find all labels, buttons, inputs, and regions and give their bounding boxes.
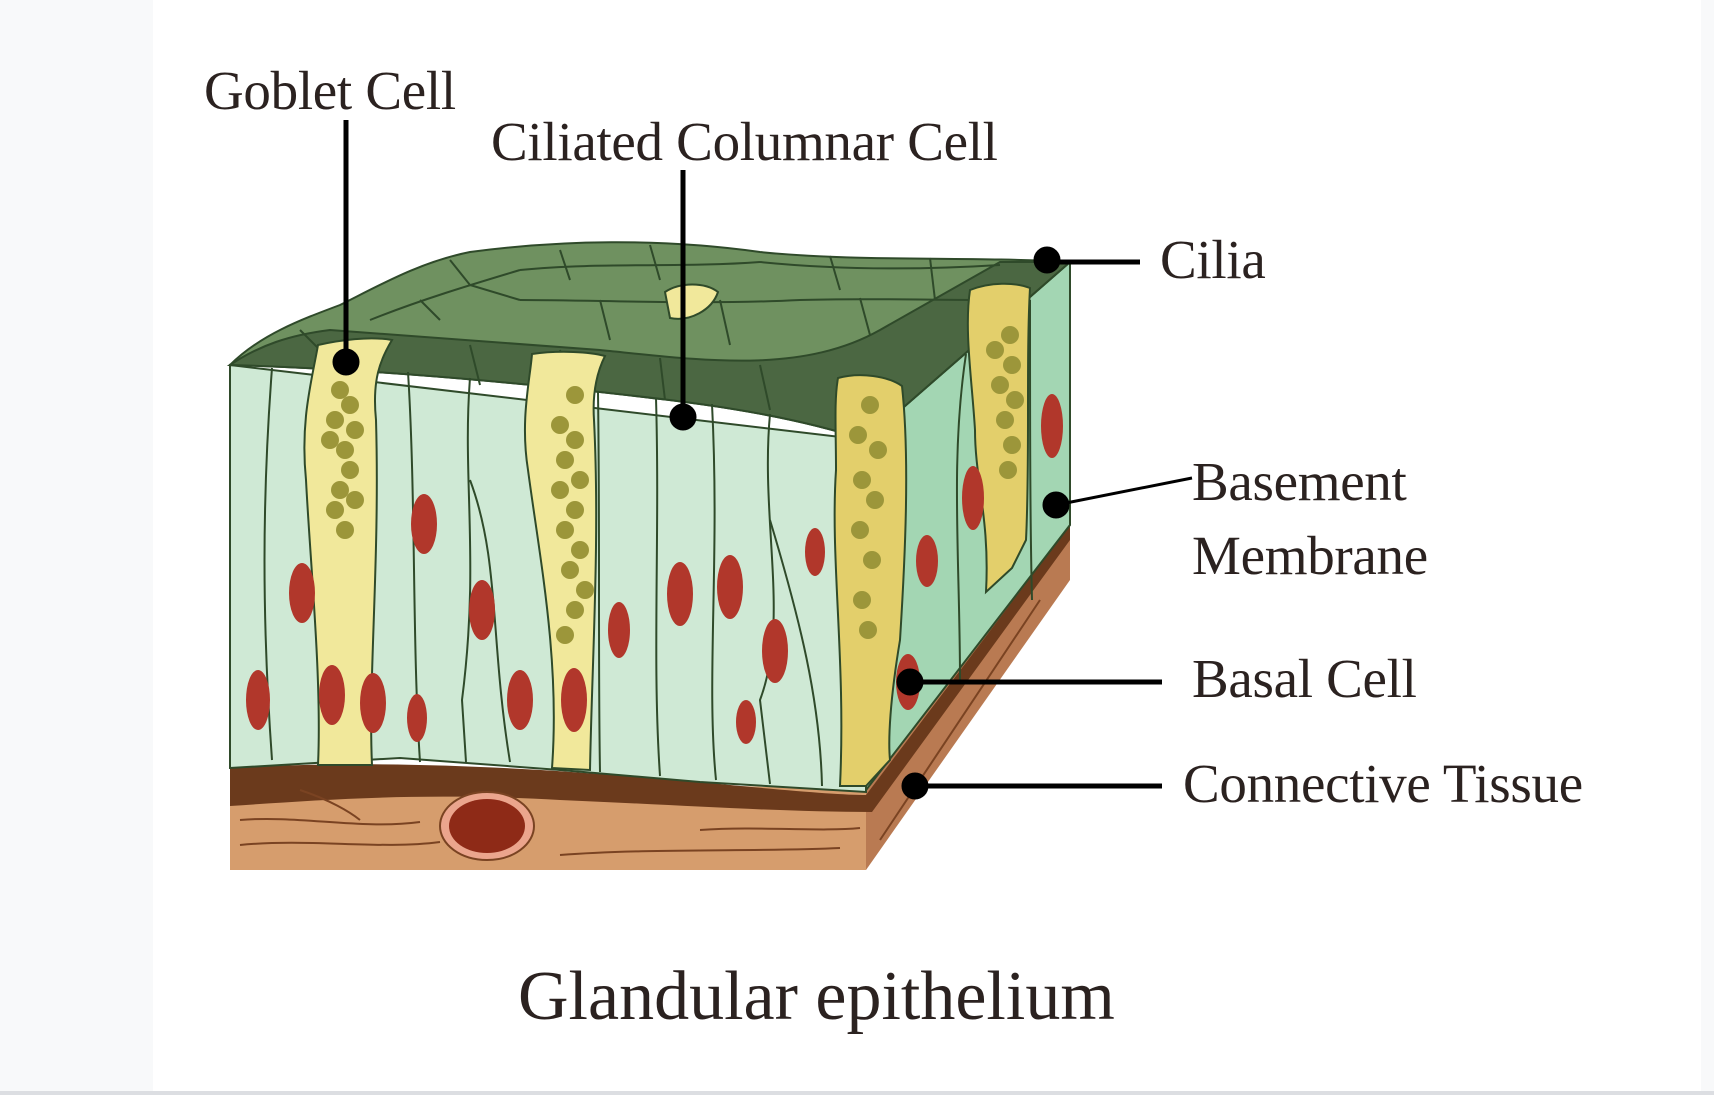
nucleus bbox=[1041, 394, 1063, 458]
granule bbox=[863, 551, 881, 569]
nucleus bbox=[717, 555, 743, 619]
granule bbox=[551, 481, 569, 499]
granule bbox=[1003, 356, 1021, 374]
figure-caption: Glandular epithelium bbox=[518, 958, 1115, 1035]
goblet-cell bbox=[523, 350, 607, 772]
nuclei bbox=[246, 394, 1063, 744]
nucleus bbox=[916, 535, 938, 587]
connective-tissue-pointer-dot bbox=[901, 772, 929, 800]
nucleus bbox=[805, 528, 825, 576]
granule bbox=[561, 561, 579, 579]
granule bbox=[986, 341, 1004, 359]
nucleus bbox=[407, 694, 427, 742]
granule bbox=[853, 471, 871, 489]
nucleus bbox=[469, 580, 495, 640]
goblet-cell-pointer-dot bbox=[332, 348, 360, 376]
granule bbox=[991, 376, 1009, 394]
granule bbox=[331, 381, 349, 399]
left-margin-panel bbox=[0, 0, 153, 1091]
granule bbox=[571, 471, 589, 489]
granule bbox=[336, 441, 354, 459]
right-margin-panel bbox=[1701, 0, 1714, 1091]
nucleus bbox=[507, 670, 533, 730]
granule bbox=[1001, 326, 1019, 344]
nucleus bbox=[411, 494, 437, 554]
columnar-cell-outlines bbox=[263, 299, 1033, 787]
granule bbox=[869, 441, 887, 459]
basement-membrane-leader-line bbox=[1055, 476, 1193, 507]
nucleus bbox=[667, 562, 693, 626]
label-basement-membrane-line1: Basement bbox=[1192, 451, 1407, 512]
nucleus bbox=[608, 602, 630, 658]
basal-cell-pointer-dot bbox=[896, 668, 924, 696]
goblet-cell bbox=[833, 374, 908, 787]
granule bbox=[556, 451, 574, 469]
nucleus bbox=[561, 668, 587, 732]
nucleus bbox=[762, 619, 788, 683]
blood-vessel bbox=[449, 799, 525, 853]
nucleus bbox=[962, 466, 984, 530]
ciliated-cell-pointer-dot bbox=[669, 403, 697, 431]
granule bbox=[859, 621, 877, 639]
label-basement-membrane-line2: Membrane bbox=[1192, 525, 1428, 586]
granule bbox=[571, 541, 589, 559]
leader-lines bbox=[332, 120, 1193, 800]
granule bbox=[851, 521, 869, 539]
granule bbox=[326, 411, 344, 429]
label-ciliated-columnar-cell: Ciliated Columnar Cell bbox=[491, 111, 998, 172]
granule bbox=[566, 431, 584, 449]
granule bbox=[556, 626, 574, 644]
label-connective-tissue: Connective Tissue bbox=[1183, 753, 1583, 814]
granule bbox=[861, 396, 879, 414]
nucleus bbox=[736, 700, 756, 744]
granule bbox=[866, 491, 884, 509]
granule bbox=[326, 501, 344, 519]
granule bbox=[566, 601, 584, 619]
nucleus bbox=[289, 563, 315, 623]
label-goblet-cell: Goblet Cell bbox=[204, 60, 456, 121]
bottom-border bbox=[0, 1091, 1714, 1095]
granule bbox=[321, 431, 339, 449]
granule bbox=[566, 501, 584, 519]
granule bbox=[556, 521, 574, 539]
basement-membrane-pointer-dot bbox=[1042, 491, 1070, 519]
granule bbox=[566, 386, 584, 404]
granule bbox=[341, 396, 359, 414]
surface-cell-outlines bbox=[299, 244, 1001, 411]
secretory-granules bbox=[321, 326, 1024, 644]
nucleus bbox=[360, 673, 386, 733]
granule bbox=[1006, 391, 1024, 409]
goblet-cells bbox=[303, 282, 1032, 787]
granule bbox=[331, 481, 349, 499]
granule bbox=[346, 491, 364, 509]
cilia-pointer-dot bbox=[1033, 246, 1061, 274]
granule bbox=[1003, 436, 1021, 454]
basement-membrane-band bbox=[230, 525, 1070, 812]
nucleus bbox=[319, 665, 345, 725]
nucleus bbox=[246, 670, 270, 730]
granule bbox=[551, 416, 569, 434]
granule bbox=[346, 421, 364, 439]
label-cilia: Cilia bbox=[1160, 229, 1266, 290]
granule bbox=[341, 461, 359, 479]
label-basal-cell: Basal Cell bbox=[1192, 648, 1417, 709]
granule bbox=[849, 426, 867, 444]
granule bbox=[996, 411, 1014, 429]
granule bbox=[853, 591, 871, 609]
granule bbox=[576, 581, 594, 599]
granule bbox=[336, 521, 354, 539]
granule bbox=[999, 461, 1017, 479]
